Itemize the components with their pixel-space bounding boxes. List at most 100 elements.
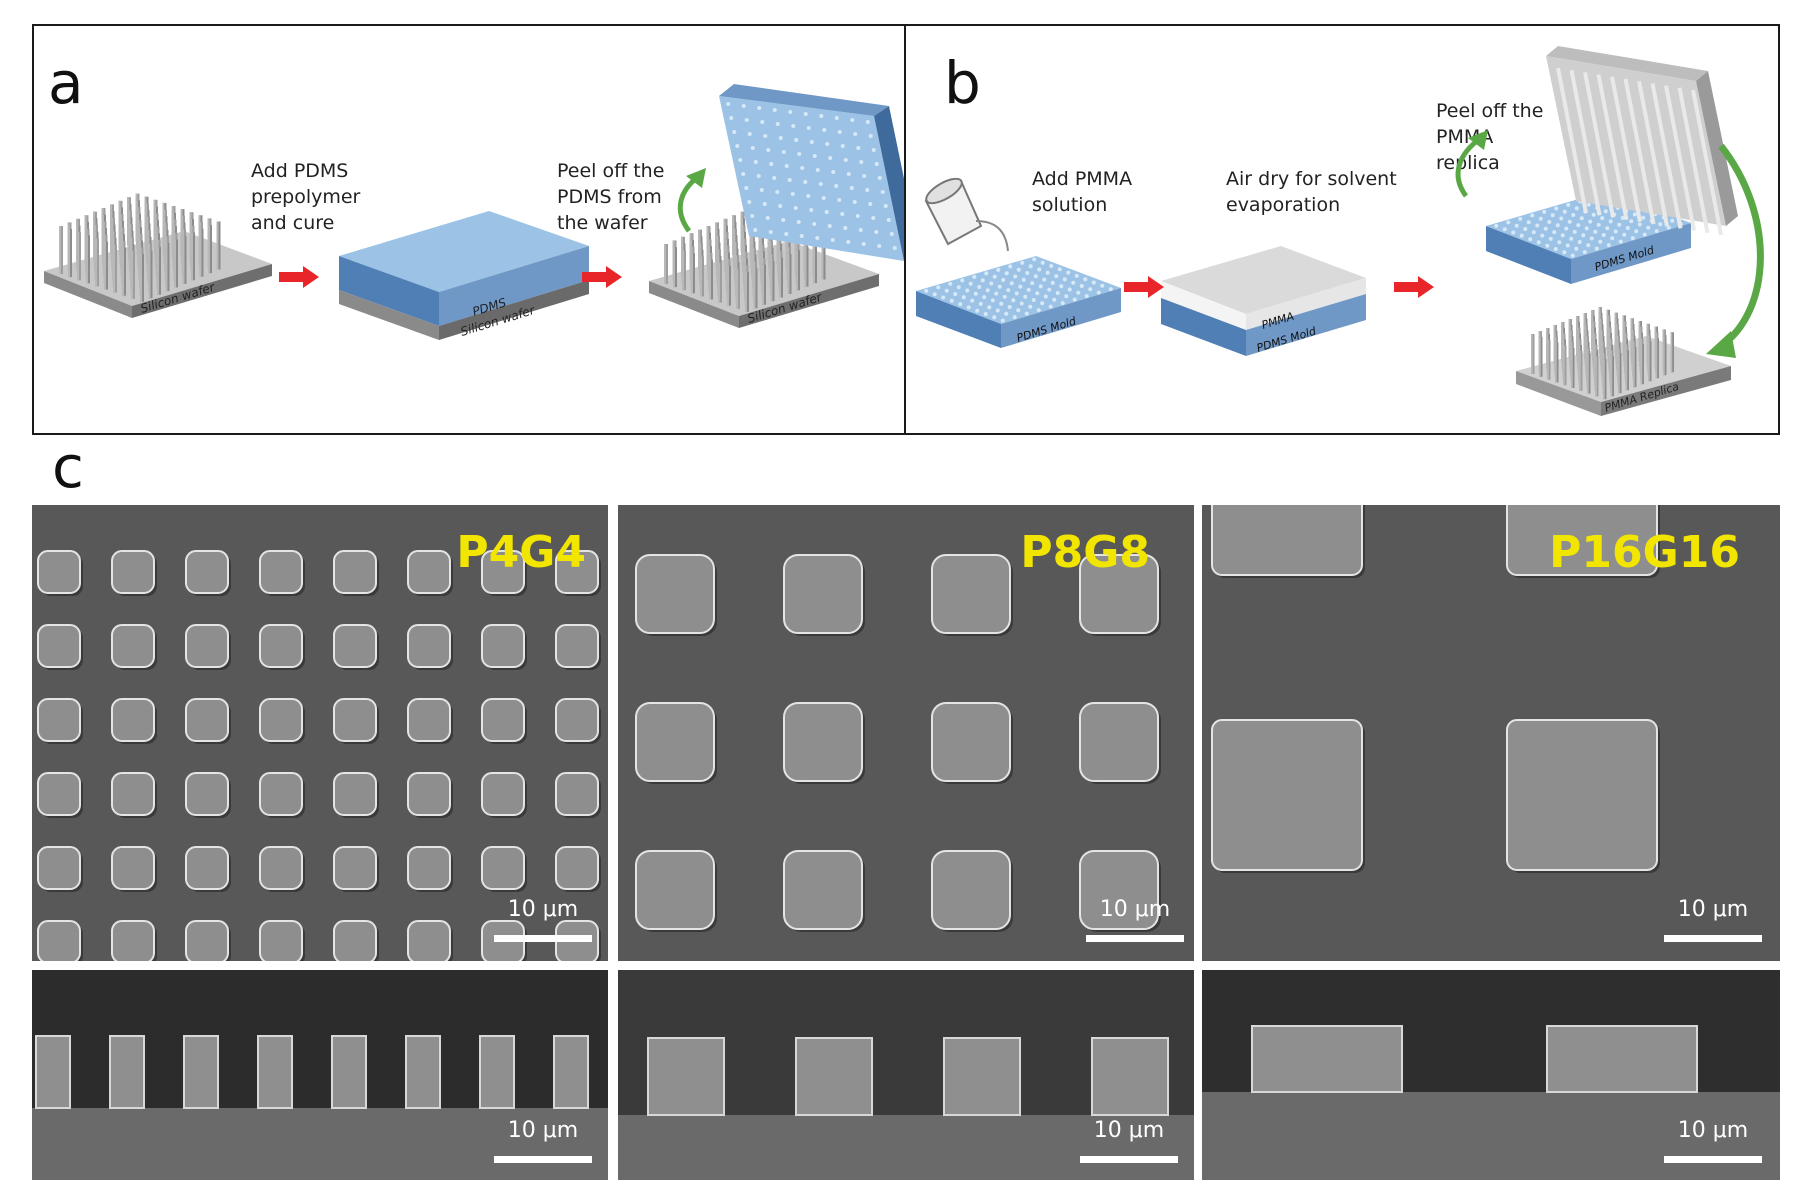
hole-dot [815,236,820,240]
hole-dot [868,134,873,138]
pillar-highlight [157,246,159,295]
pillar-top [185,846,229,890]
pillar-top [111,550,155,594]
pillar-top [555,624,599,668]
pillar-top [407,698,451,742]
hole-dot [1008,264,1013,269]
pillar-top [259,624,303,668]
pillar-top [635,702,715,782]
hole-dot [1552,230,1557,235]
hole-dot [1572,229,1577,234]
hole-dot [726,102,731,106]
replica-pillars-top [1556,67,1723,236]
pillar-highlight [1563,345,1565,386]
pillar-top [407,846,451,890]
hole-dot [1591,212,1596,217]
pillar-top [37,772,81,816]
pillar-side [795,1037,873,1116]
cross-section-p4g4 [32,1035,608,1180]
pillar-top [555,698,599,742]
pillar-highlight [1587,353,1589,394]
peel-curve-arrow-b [1455,135,1483,198]
pillar-highlight [1603,359,1605,400]
pillar-highlight [787,253,790,294]
pillar-top [481,624,525,668]
sem-top-p16g16: P16G16 10 μm [1202,505,1780,961]
hole-dot [775,190,780,194]
hole-dot [741,104,746,108]
replica-ridge [1569,69,1602,216]
hole-dot [994,291,999,296]
pillar-top [259,698,303,742]
hole-dot [856,146,861,150]
hole-dot [1593,229,1598,234]
hole-dot [1577,240,1582,244]
hole-dot [756,174,761,178]
pillar-top [37,846,81,890]
hole-dot [1523,227,1528,231]
hole-dot [1045,270,1050,275]
hole-dot [784,232,789,236]
hole-dot [1545,243,1550,248]
pillar-top [259,920,303,961]
arrow-b-1 [1124,276,1164,298]
hole-dot [1646,225,1651,230]
hole-dot [1074,273,1079,278]
scalebar-bottom-3 [1664,1156,1762,1163]
hole-dot [1012,315,1017,320]
hole-dot [1555,223,1560,228]
hole-dot [1550,213,1555,218]
hole-dot [871,216,876,220]
sample-label-p4g4: P4G4 [456,527,586,578]
scalebar-top-1 [494,935,592,942]
hole-dot [1608,219,1613,224]
sem-top-p4g4: P4G4 10 μm [32,505,608,961]
pillar-top [37,550,81,594]
hole-dot [843,158,848,162]
pillar-top [37,698,81,742]
hole-dot [966,305,971,310]
substrate [1202,1092,1780,1180]
pillar-highlight [1648,341,1650,382]
pillar-top [37,920,81,961]
hole-dot [944,288,949,293]
scalebar-top-2 [1086,935,1184,942]
hole-dot [1020,260,1025,265]
hole-dot [1083,277,1088,282]
hole-dot [1100,283,1105,288]
pillar-top [111,698,155,742]
replica-ridge [1677,87,1710,234]
hole-dot [837,130,842,134]
hole-dot [1630,236,1635,241]
scalebar-label-top-2: 10 μm [1099,897,1171,922]
pillar-highlight [148,250,151,299]
cross-section-p8g8 [618,1037,1194,1180]
hole-dot [822,128,827,132]
hole-dot [750,146,755,150]
pillar-top [333,624,377,668]
pillar-top [931,850,1011,930]
hole-dot [834,184,839,188]
hole-dot [1666,225,1671,230]
pillar-highlight [762,264,764,305]
hole-dot [1567,219,1572,224]
replica-ridge [1610,76,1642,223]
hole-dot [880,190,885,194]
hole-dot [750,214,755,218]
hole-dot [784,164,789,168]
hole-dot [980,278,985,283]
hole-dot [827,224,832,228]
pillar-highlight [216,221,219,270]
pillar-highlight [700,256,702,297]
hole-dot [747,200,752,204]
pillar-top [111,846,155,890]
pillar-highlight [682,250,684,291]
hole-dot [744,186,749,190]
hole-dot [949,298,954,303]
replica-ridge [1691,89,1723,236]
pillar-top [555,550,599,594]
pillar-highlight [77,232,79,281]
hole-dot [1641,215,1646,220]
pillar-highlight [182,235,185,284]
hole-dot [797,152,802,156]
